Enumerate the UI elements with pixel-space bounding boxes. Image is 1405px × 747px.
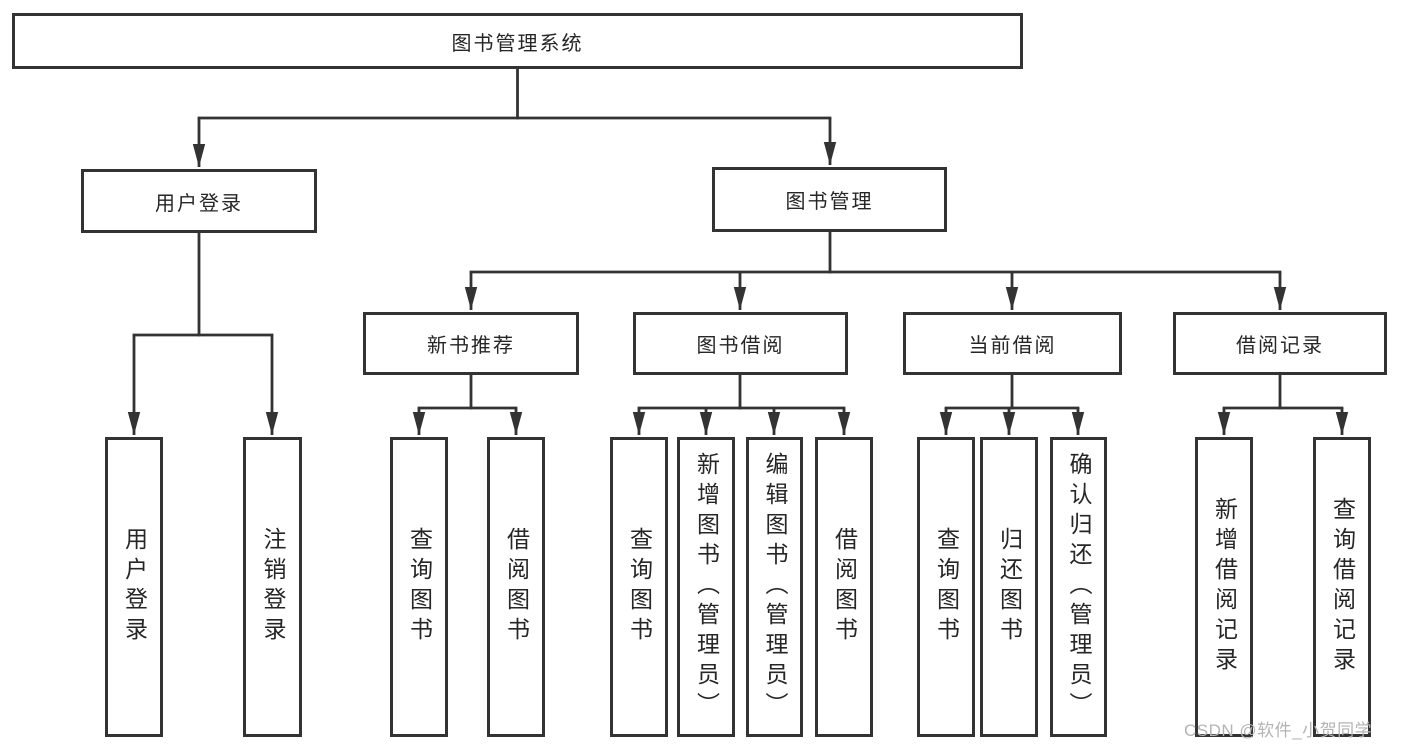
leaf-recommend-borrow-book-label: 借阅图书 [503, 527, 530, 647]
leaf-borrowing-add-book-admin: 新增图书（管理员） [677, 437, 735, 737]
leaf-borrowing-add-book-admin-label: 新增图书（管理员） [693, 452, 720, 722]
node-new-book-recommendation: 新书推荐 [363, 312, 579, 375]
leaf-logout: 注销登录 [243, 437, 302, 737]
leaf-borrowing-query-book-label: 查询图书 [626, 527, 653, 647]
leaf-current-confirm-return-admin: 确认归还（管理员） [1050, 437, 1107, 737]
node-book-borrowing: 图书借阅 [633, 312, 848, 375]
leaf-borrowing-edit-book-admin-label: 编辑图书（管理员） [762, 452, 788, 722]
leaf-recommend-borrow-book: 借阅图书 [487, 437, 545, 737]
node-book-management: 图书管理 [712, 167, 947, 232]
csdn-watermark: CSDN @软件_小贺同学 [1184, 721, 1373, 740]
leaf-borrowing-borrow-book-label: 借阅图书 [831, 527, 858, 647]
leaf-current-query-book: 查询图书 [917, 437, 975, 737]
node-current-borrowing: 当前借阅 [903, 312, 1122, 375]
leaf-borrowing-query-book: 查询图书 [610, 437, 668, 737]
leaf-user-login: 用户登录 [105, 437, 163, 737]
leaf-records-add-record: 新增借阅记录 [1195, 437, 1253, 737]
leaf-current-confirm-return-admin-label: 确认归还（管理员） [1066, 452, 1092, 722]
node-borrowing-records: 借阅记录 [1173, 312, 1387, 375]
leaf-borrowing-borrow-book: 借阅图书 [815, 437, 873, 737]
node-library-management-system: 图书管理系统 [12, 13, 1023, 69]
leaf-records-add-record-label: 新增借阅记录 [1211, 497, 1238, 677]
leaf-recommend-query-book-label: 查询图书 [406, 527, 433, 647]
leaf-current-query-book-label: 查询图书 [933, 527, 960, 647]
leaf-records-query-record-label: 查询借阅记录 [1329, 497, 1356, 677]
leaf-current-return-book-label: 归还图书 [996, 527, 1023, 647]
leaf-current-return-book: 归还图书 [980, 437, 1038, 737]
leaf-borrowing-edit-book-admin: 编辑图书（管理员） [746, 437, 803, 737]
node-user-login: 用户登录 [81, 169, 317, 233]
leaf-logout-label: 注销登录 [260, 527, 286, 647]
leaf-user-login-label: 用户登录 [121, 527, 148, 647]
leaf-records-query-record: 查询借阅记录 [1313, 437, 1371, 737]
leaf-recommend-query-book: 查询图书 [390, 437, 448, 737]
